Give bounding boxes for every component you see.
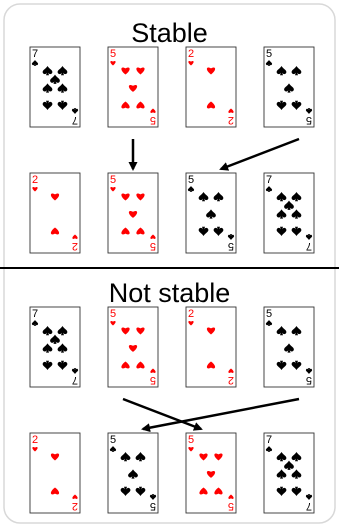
spade-card-7: 77 [30,47,80,127]
card-rank-bottom: 2 [228,114,234,126]
card-rank-top: 7 [266,174,272,186]
card-rank-top: 7 [32,48,38,60]
heart-card-2: 22 [30,173,80,253]
spade-card-5: 55 [108,433,158,513]
card-rank-bottom: 5 [150,114,156,126]
card-rank-bottom: 5 [306,374,312,386]
card-rank-top: 5 [110,308,116,320]
card-rank-top: 5 [188,174,194,186]
heart-card-5: 55 [108,173,158,253]
card-rank-top: 5 [110,48,116,60]
card-rank-bottom: 7 [72,114,78,126]
card-rank-top: 2 [32,174,38,186]
card-rank-top: 2 [188,48,194,60]
card-rank-top: 7 [266,434,272,446]
card-rank-top: 2 [188,308,194,320]
card-rank-bottom: 5 [150,374,156,386]
card-rank-top: 5 [266,308,272,320]
spade-card-7: 77 [264,173,314,253]
spade-card-5: 55 [264,47,314,127]
spade-card-5: 55 [186,173,236,253]
card-rank-top: 5 [188,434,194,446]
card-rank-top: 7 [32,308,38,320]
section-title: Stable [131,18,208,48]
card-rank-top: 5 [110,174,116,186]
card-rank-top: 5 [266,48,272,60]
card-rank-bottom: 2 [228,374,234,386]
section-title: Not stable [109,278,231,308]
card-rank-bottom: 5 [228,500,234,512]
card-rank-bottom: 5 [150,240,156,252]
card-rank-bottom: 2 [72,240,78,252]
card-rank-top: 2 [32,434,38,446]
spade-card-7: 77 [264,433,314,513]
card-rank-top: 5 [110,434,116,446]
heart-card-5: 55 [186,433,236,513]
card-rank-bottom: 5 [228,240,234,252]
heart-card-5: 55 [108,47,158,127]
card-rank-bottom: 7 [72,374,78,386]
heart-card-5: 55 [108,307,158,387]
heart-card-2: 22 [30,433,80,513]
heart-card-2: 22 [186,307,236,387]
card-rank-bottom: 5 [150,500,156,512]
card-rank-bottom: 5 [306,114,312,126]
spade-card-7: 77 [30,307,80,387]
card-rank-bottom: 7 [306,240,312,252]
spade-card-5: 55 [264,307,314,387]
card-rank-bottom: 7 [306,500,312,512]
heart-card-2: 22 [186,47,236,127]
card-rank-bottom: 2 [72,500,78,512]
